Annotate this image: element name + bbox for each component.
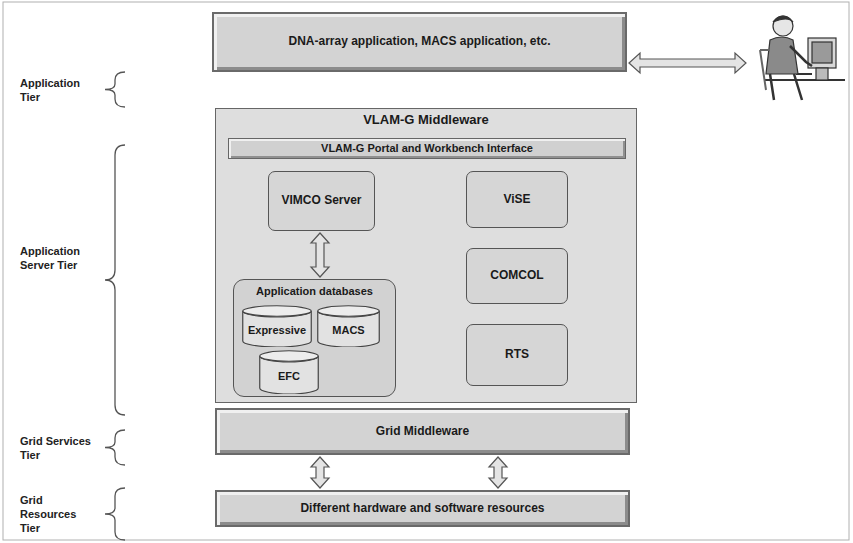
picture-frame [3, 2, 849, 540]
tier-brace [105, 488, 125, 540]
tier-brace [105, 72, 125, 107]
cylinder-top [260, 351, 319, 362]
node-text: EFC [278, 370, 300, 383]
double-arrow [311, 457, 329, 488]
node-text: VLAM-G Portal and Workbench Interface [321, 142, 533, 155]
tier-label: Application Server Tier [20, 245, 92, 273]
interface-band: VLAM-G Portal and Workbench Interface [228, 138, 626, 159]
double-arrow [489, 457, 507, 488]
node-text: DNA-array application, MACS application,… [288, 35, 550, 49]
node-text: Application databases [256, 285, 373, 298]
user-arrow [629, 53, 746, 73]
double-arrow [311, 233, 329, 277]
server-box: VIMCO Server [268, 171, 375, 231]
node-text: Different hardware and software resource… [300, 502, 544, 516]
application-band: DNA-array application, MACS application,… [212, 12, 627, 72]
node-text: COMCOL [490, 269, 543, 283]
component-box: RTS [466, 324, 568, 386]
tier-label: Grid Resources Tier [20, 494, 92, 535]
tier-brace [105, 430, 125, 465]
tier-label: Application Tier [20, 77, 92, 105]
cylinder-top [243, 306, 312, 317]
cylinder-top [318, 306, 380, 317]
resources-band: Different hardware and software resource… [215, 490, 630, 527]
tier-label: Grid Services Tier [20, 435, 102, 463]
node-text: VLAM-G Middleware [363, 113, 489, 128]
database-cylinder: MACS [317, 305, 380, 347]
database-cylinder: Expressive [242, 305, 312, 347]
node-text: MACS [332, 324, 364, 337]
middleware-container: VLAM-G MiddlewareVLAM-G Portal and Workb… [215, 108, 637, 403]
node-text: RTS [505, 348, 529, 362]
component-box: ViSE [466, 171, 568, 228]
node-text: VIMCO Server [281, 194, 361, 208]
tier-brace [105, 145, 125, 415]
grid-middleware-band: Grid Middleware [215, 408, 630, 455]
node-text: Grid Middleware [376, 425, 469, 439]
database-group: Application databasesExpressive MACS EFC [233, 279, 396, 397]
component-box: COMCOL [466, 248, 568, 304]
node-text: ViSE [503, 193, 530, 207]
database-cylinder: EFC [259, 350, 319, 394]
node-text: Expressive [248, 324, 306, 337]
user-illustration [747, 6, 845, 102]
